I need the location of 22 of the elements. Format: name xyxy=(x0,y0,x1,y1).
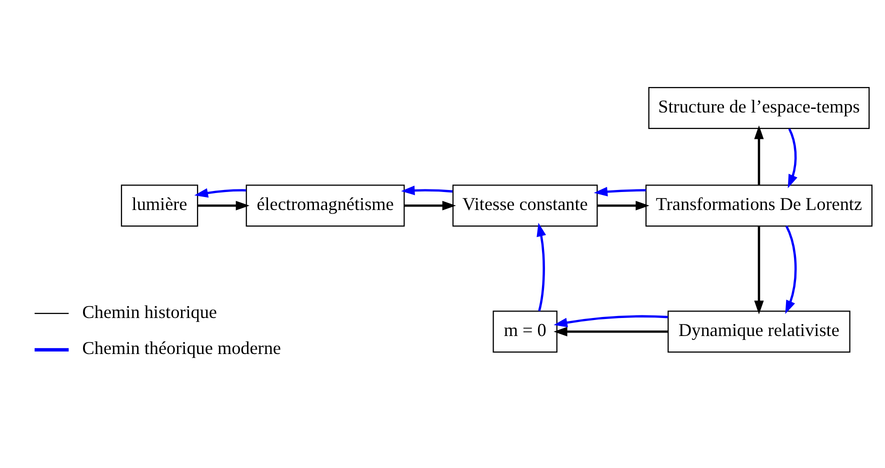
node-box: m = 0 xyxy=(492,310,558,353)
arrow xyxy=(401,186,453,196)
node-box: Vitesse constante xyxy=(452,184,598,227)
arrow xyxy=(198,200,250,210)
arrow xyxy=(785,226,797,314)
node-box: Dynamique relativiste xyxy=(668,310,850,353)
legend-label: Chemin théorique moderne xyxy=(82,338,281,358)
node-box: lumière xyxy=(120,184,198,227)
node-box: Structure de l’espace-temps xyxy=(648,86,870,129)
arrow xyxy=(536,222,546,312)
arrow xyxy=(594,186,646,196)
node-box: Transformations De Lorentz xyxy=(645,184,872,227)
legend-label: Chemin historique xyxy=(82,302,217,322)
arrow xyxy=(404,200,456,210)
arrow xyxy=(754,226,764,314)
arrow xyxy=(194,188,246,198)
arrow xyxy=(754,125,764,186)
arrow xyxy=(554,326,668,336)
arrow xyxy=(554,315,668,328)
arrow xyxy=(597,200,650,210)
arrow xyxy=(788,128,798,188)
node-box: électromagnétisme xyxy=(246,184,405,227)
